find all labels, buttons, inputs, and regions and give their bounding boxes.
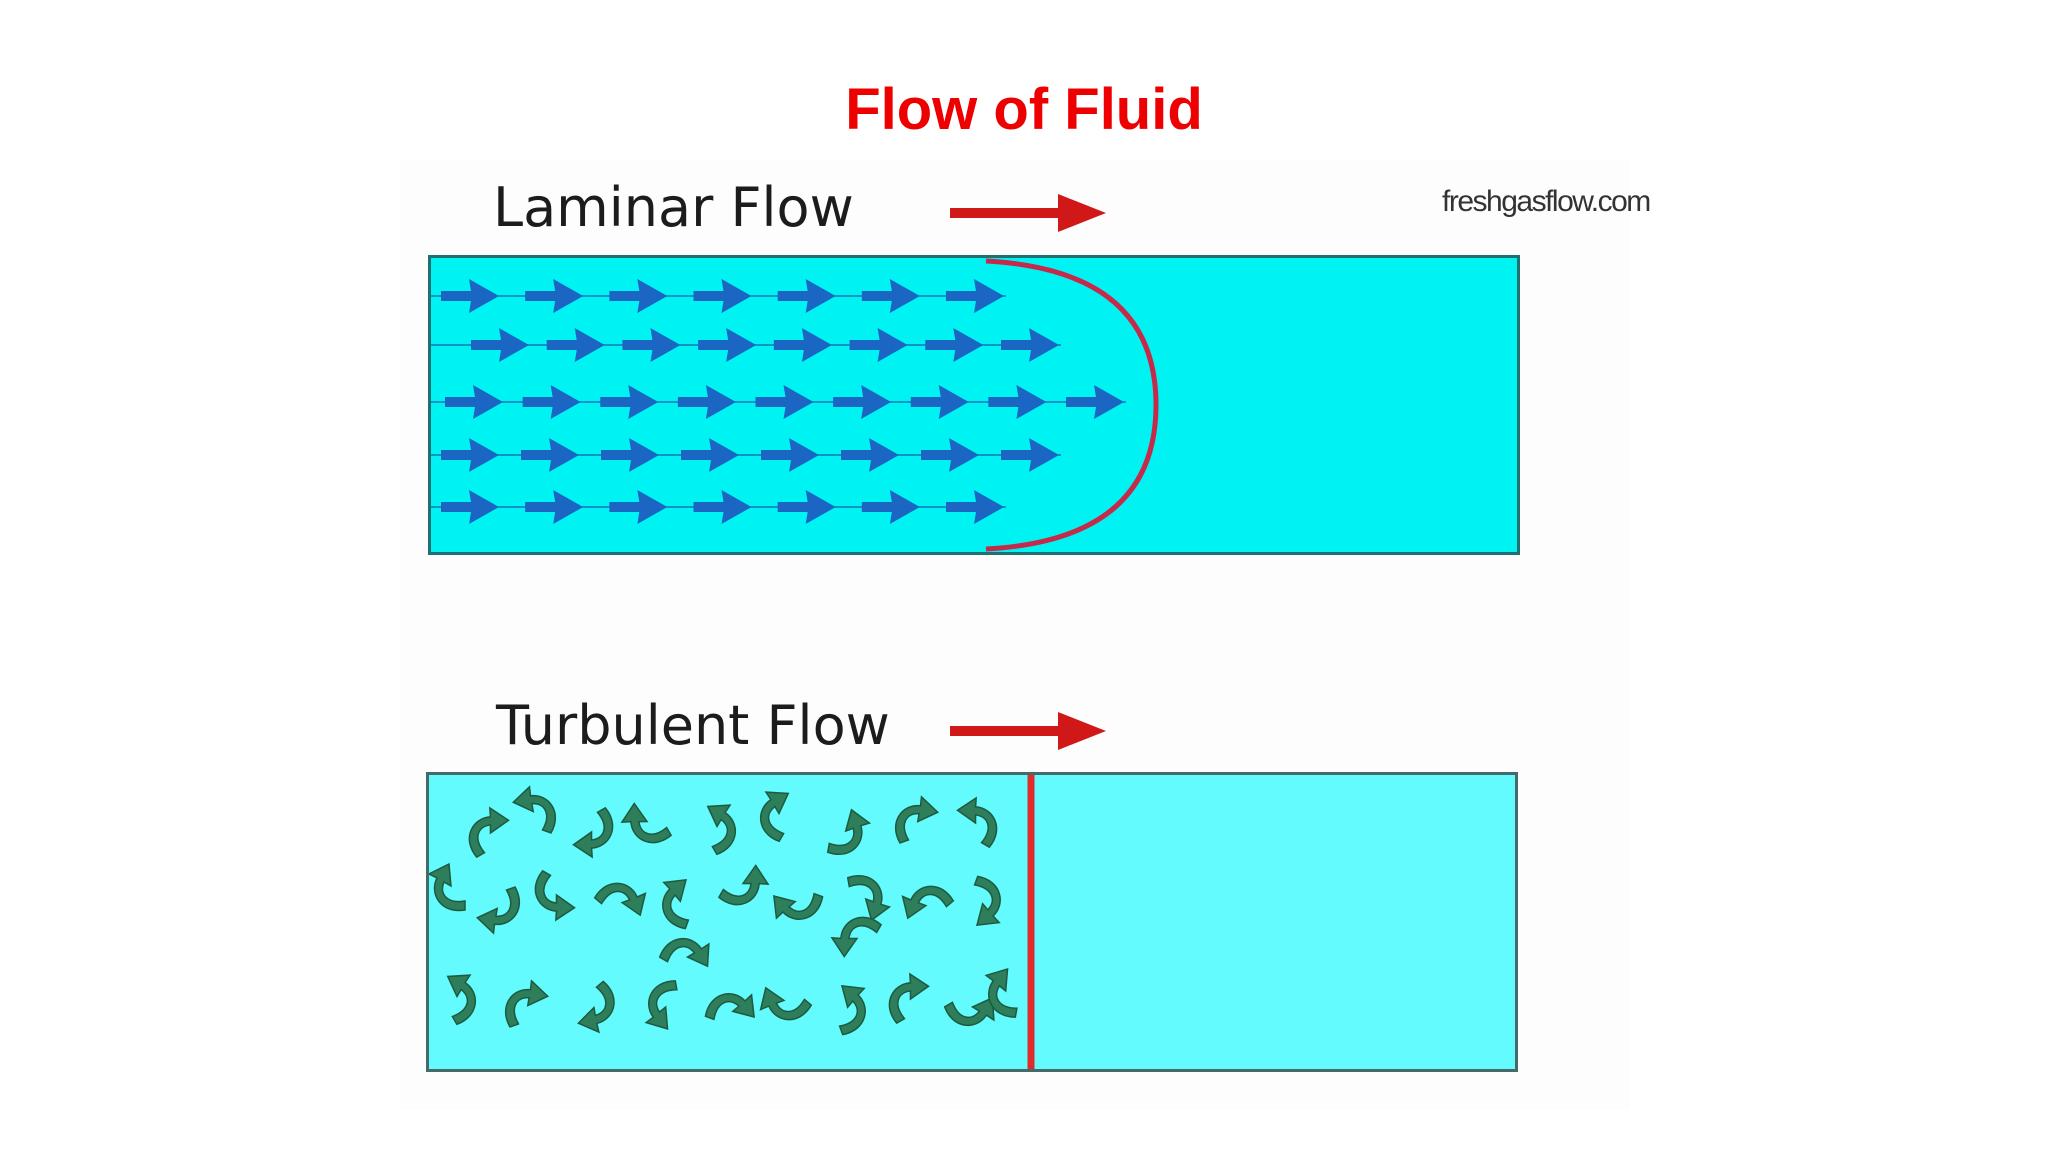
eddy-arrow-icon bbox=[511, 785, 557, 834]
eddy-arrow-icon bbox=[429, 862, 466, 912]
stream-arrow-icon bbox=[609, 279, 668, 313]
turbulent-eddies bbox=[429, 775, 1035, 1069]
stream-arrow-icon bbox=[1001, 438, 1059, 472]
eddy-arrow-icon bbox=[838, 985, 866, 1036]
eddy-arrow-icon bbox=[973, 875, 1001, 926]
stream-arrow-icon bbox=[988, 385, 1047, 419]
eddy-arrow-icon bbox=[534, 869, 576, 922]
eddy-arrow-icon bbox=[658, 937, 710, 968]
stream-arrow-icon bbox=[546, 328, 605, 362]
eddy-arrow-icon bbox=[475, 886, 521, 935]
stream-arrow-icon bbox=[698, 328, 757, 362]
eddy-arrow-icon bbox=[826, 808, 872, 855]
eddy-arrow-icon bbox=[704, 993, 755, 1021]
turbulent-flow-pipe bbox=[426, 772, 1518, 1072]
eddy-arrow-icon bbox=[901, 885, 955, 920]
laminar-streamlines bbox=[431, 258, 1159, 552]
laminar-flow-pipe bbox=[428, 255, 1520, 555]
laminar-direction-arrow-icon bbox=[950, 194, 1106, 232]
stream-arrow-icon bbox=[910, 385, 969, 419]
stream-arrow-icon bbox=[600, 385, 659, 419]
stream-arrow-icon bbox=[861, 490, 920, 524]
stream-arrow-icon bbox=[755, 385, 814, 419]
stream-arrow-icon bbox=[761, 438, 819, 472]
eddy-arrow-icon bbox=[956, 796, 998, 849]
stream-arrow-icon bbox=[946, 490, 1004, 524]
eddy-arrow-icon bbox=[759, 986, 813, 1021]
eddy-arrow-icon bbox=[504, 979, 550, 1028]
stream-arrow-icon bbox=[441, 490, 499, 524]
eddy-arrow-icon bbox=[846, 875, 892, 922]
stream-arrow-icon bbox=[441, 438, 499, 472]
stream-arrow-icon bbox=[1066, 385, 1124, 419]
eddy-arrow-icon bbox=[662, 879, 690, 930]
stream-arrow-icon bbox=[622, 328, 681, 362]
stream-arrow-icon bbox=[601, 438, 659, 472]
stream-arrow-icon bbox=[1001, 328, 1059, 362]
eddy-arrow-icon bbox=[620, 802, 673, 844]
stream-arrow-icon bbox=[521, 438, 579, 472]
stream-arrow-icon bbox=[925, 328, 984, 362]
flow-figure: Laminar Flow freshgasflow.com Turbulent … bbox=[400, 160, 1651, 1110]
eddy-arrow-icon bbox=[830, 916, 883, 958]
eddy-arrow-icon bbox=[894, 795, 940, 844]
stream-arrow-icon bbox=[441, 279, 499, 313]
stream-arrow-icon bbox=[773, 328, 832, 362]
stream-arrow-icon bbox=[921, 438, 979, 472]
stream-arrow-icon bbox=[777, 279, 836, 313]
stream-arrow-icon bbox=[471, 328, 529, 362]
stream-arrow-icon bbox=[445, 385, 503, 419]
source-label: freshgasflow.com bbox=[1442, 185, 1651, 218]
stream-arrow-icon bbox=[609, 490, 668, 524]
stream-arrow-icon bbox=[677, 385, 736, 419]
stream-arrow-icon bbox=[849, 328, 908, 362]
eddy-arrow-icon bbox=[577, 980, 615, 1034]
stream-arrow-icon bbox=[522, 385, 581, 419]
eddy-arrow-icon bbox=[644, 980, 678, 1030]
eddy-arrow-icon bbox=[717, 864, 770, 906]
slide-title: Flow of Fluid bbox=[845, 77, 1203, 142]
eddy-arrow-icon bbox=[593, 882, 647, 917]
eddy-arrow-icon bbox=[984, 968, 1018, 1018]
laminar-velocity-front bbox=[985, 258, 1159, 552]
eddy-arrow-icon bbox=[759, 791, 790, 843]
stream-arrow-icon bbox=[861, 279, 920, 313]
stream-arrow-icon bbox=[946, 279, 1004, 313]
stream-arrow-icon bbox=[525, 279, 584, 313]
eddy-arrow-icon bbox=[572, 806, 614, 859]
laminar-flow-label: Laminar Flow bbox=[493, 176, 854, 239]
stream-arrow-icon bbox=[833, 385, 892, 419]
eddy-arrow-icon bbox=[773, 892, 824, 920]
eddy-arrow-icon bbox=[468, 806, 510, 859]
stream-arrow-icon bbox=[681, 438, 739, 472]
stream-arrow-icon bbox=[693, 279, 752, 313]
eddy-arrow-icon bbox=[706, 804, 737, 856]
stream-arrow-icon bbox=[777, 490, 836, 524]
turbulent-direction-arrow-icon bbox=[950, 712, 1106, 750]
stream-arrow-icon bbox=[525, 490, 584, 524]
stream-arrow-icon bbox=[841, 438, 899, 472]
eddy-arrow-icon bbox=[888, 972, 930, 1025]
turbulent-flow-label: Turbulent Flow bbox=[496, 694, 890, 757]
eddy-arrow-icon bbox=[446, 974, 477, 1026]
stream-arrow-icon bbox=[693, 490, 752, 524]
